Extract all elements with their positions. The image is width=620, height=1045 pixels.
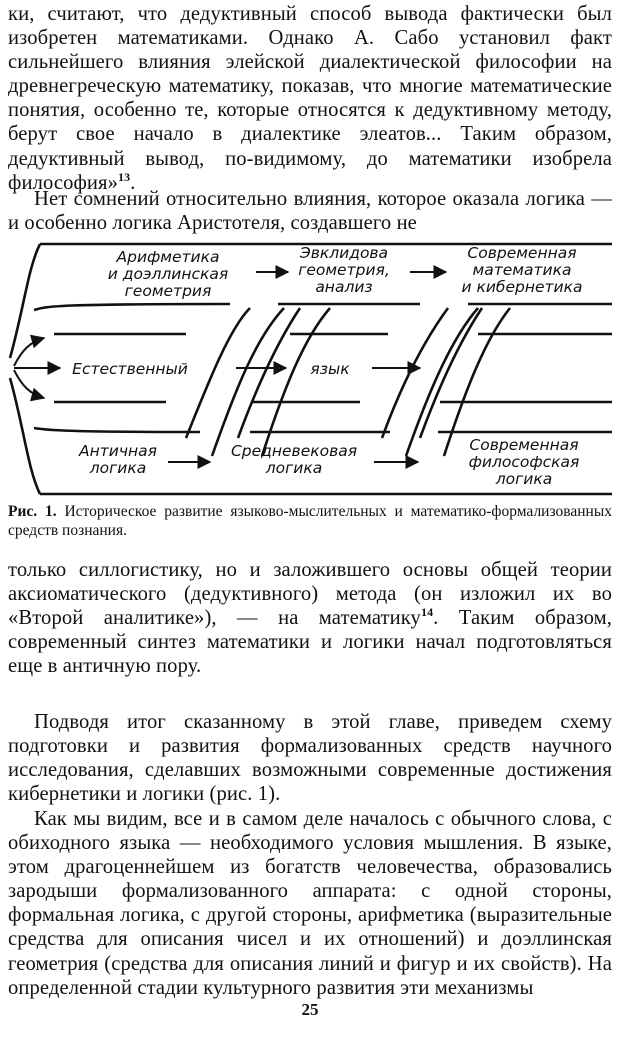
frame-left-curve-bottom <box>8 377 42 495</box>
paragraph-5: Как мы видим, все и в самом деле началос… <box>8 807 612 1000</box>
diagonal-4-right <box>442 307 512 457</box>
diagonal-2-left <box>236 307 302 439</box>
paragraph-5-text: Как мы видим, все и в самом деле началос… <box>8 808 612 999</box>
channel-lower-line-1 <box>33 426 201 434</box>
diagonal-1-right <box>210 307 285 457</box>
page-number: 25 <box>301 1000 319 1019</box>
label-arithmetic-line-2: и доэллинская <box>108 265 228 283</box>
label-arithmetic-line-1: Арифметика <box>116 248 220 266</box>
channel-upper-line-1 <box>33 302 231 312</box>
label-modern-math-line-1: Современная <box>467 244 576 262</box>
paragraph-1: ки, считают, что дедуктивный способ выво… <box>8 3 612 194</box>
paragraph-2-text: Нет сомнений относительно влияния, котор… <box>8 188 612 235</box>
label-arithmetic-line-3: геометрия <box>125 282 212 300</box>
arrow-origin-up <box>13 334 46 367</box>
paragraph-3-text-a: только силлогистику, но и заложившего ос… <box>8 559 612 630</box>
label-modern-logic-line-2: философская <box>469 453 580 471</box>
label-euclid-line-2: геометрия, <box>298 261 390 279</box>
label-natural: Естественный <box>72 360 188 378</box>
label-modern-logic-line-3: логика <box>495 470 552 488</box>
diagonal-4-left <box>418 307 484 439</box>
paragraph-2: Нет сомнений относительно влияния, котор… <box>8 187 612 235</box>
label-euclid-line-3: анализ <box>315 278 372 296</box>
label-modern-math-line-3: и кибернетика <box>461 278 582 296</box>
caption-label: Рис. 1. <box>8 503 57 520</box>
figure-caption: Рис. 1. Историческое развитие языково-мы… <box>8 502 612 540</box>
caption-text: Историческое развитие языково-мыслительн… <box>8 503 613 539</box>
paragraph-3: только силлогистику, но и заложившего ос… <box>8 558 612 678</box>
label-language: язык <box>310 360 350 378</box>
paragraph-3-text-b: . Таким образом, современный синтез мате… <box>8 607 613 678</box>
diagonal-3-right <box>404 307 479 457</box>
diagonal-1-left <box>184 307 251 439</box>
paragraph-4-text: Подводя итог сказанному в этой главе, пр… <box>8 711 612 806</box>
paragraph-4: Подводя итог сказанному в этой главе, пр… <box>8 710 612 806</box>
diagonal-2-right <box>260 307 331 457</box>
label-ancient-logic-line-1: Античная <box>78 442 157 460</box>
paragraph-1-text: ки, считают, что дедуктивный способ выво… <box>8 3 612 194</box>
label-euclid-line-1: Эвклидова <box>299 244 388 262</box>
footnote-ref-14: 14 <box>420 605 434 620</box>
label-medieval-logic-line-1: Средневековая <box>231 442 357 460</box>
label-modern-math-line-2: математика <box>473 261 572 279</box>
figure-diagram: Арифметика и доэллинская геометрия Эвкли… <box>8 242 612 496</box>
label-medieval-logic-line-2: логика <box>265 459 322 477</box>
footnote-ref-13: 13 <box>118 169 131 184</box>
frame-left-curve-top <box>8 243 42 359</box>
label-modern-logic-line-1: Современная <box>469 436 578 454</box>
label-ancient-logic-line-2: логика <box>89 459 146 477</box>
arrow-origin-down <box>13 369 46 402</box>
